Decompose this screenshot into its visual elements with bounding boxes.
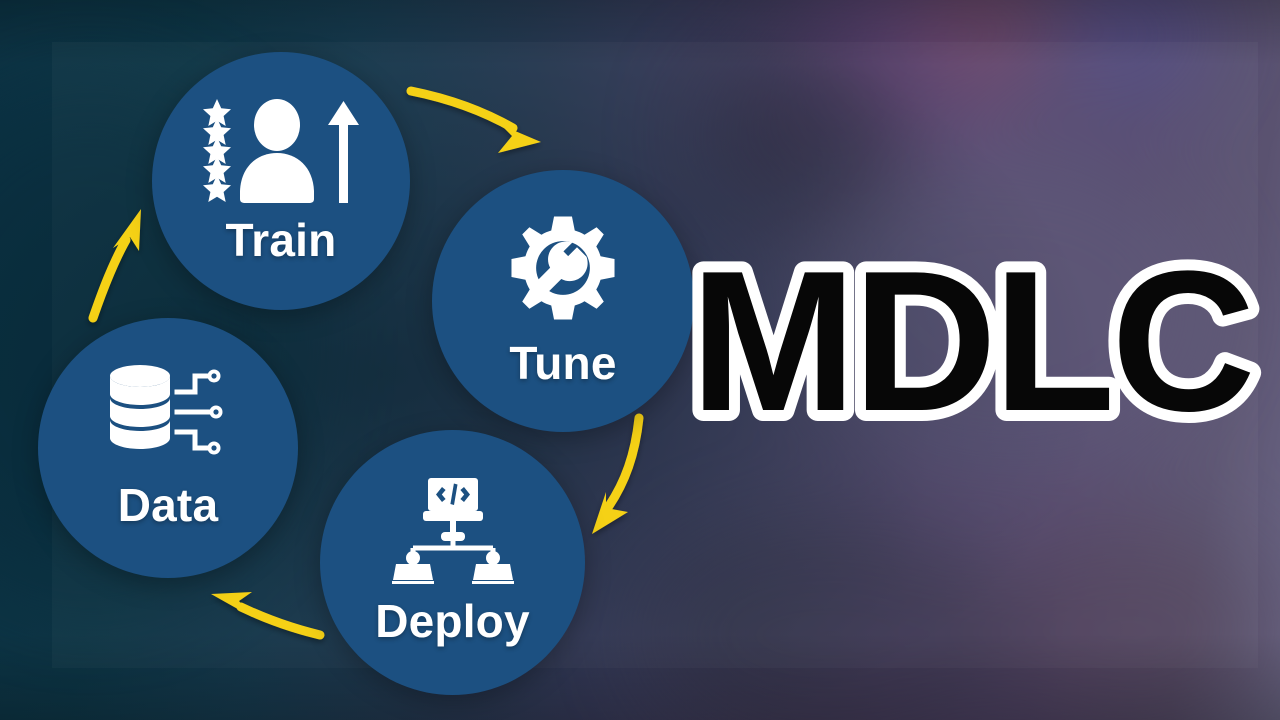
wordmark-text: MDLC: [690, 230, 1252, 453]
person-stars-up-arrow-icon: [199, 99, 363, 205]
cycle-node-label: Train: [225, 214, 337, 266]
code-window-servers-icon: [391, 477, 514, 584]
cycle-node-deploy[interactable]: Deploy: [320, 430, 585, 695]
cycle-node-label: Data: [117, 479, 219, 531]
cycle-node-label: Tune: [509, 337, 617, 389]
mdlc-wordmark: MDLC: [679, 219, 1270, 464]
database-circuit-icon: [107, 364, 229, 466]
cycle-node-tune[interactable]: Tune: [432, 170, 694, 432]
cycle-node-data[interactable]: Data: [38, 318, 298, 578]
gear-wrench-icon: [507, 212, 619, 324]
cycle-node-train[interactable]: Train: [152, 52, 410, 310]
cycle-node-label: Deploy: [375, 594, 530, 647]
